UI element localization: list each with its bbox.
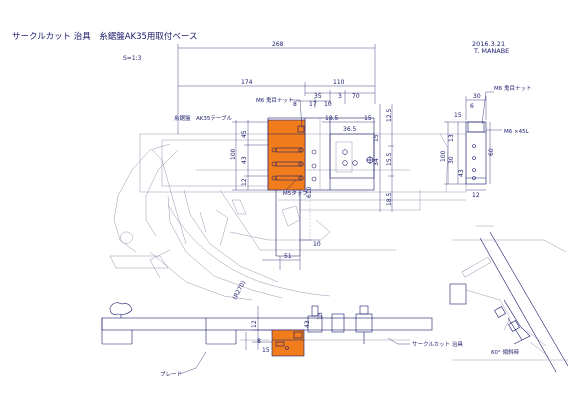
drawing-date: 2016.3.21 [472, 40, 506, 48]
svg-text:43: 43 [458, 169, 465, 177]
svg-text:12.5: 12.5 [386, 108, 393, 122]
svg-text:15: 15 [364, 115, 372, 122]
svg-text:12: 12 [472, 192, 480, 199]
dim-610: 610 [306, 186, 313, 198]
svg-text:34: 34 [373, 158, 380, 166]
svg-text:ブレード: ブレード [160, 370, 182, 378]
plan-annotations: M6 鬼目ナット 糸鋸盤 AK35テーブル M5タップ [174, 96, 308, 197]
svg-text:45: 45 [241, 130, 248, 138]
tilted-detail: 60° 傾斜時 [449, 225, 569, 373]
svg-text:70: 70 [352, 93, 360, 100]
svg-text:100: 100 [230, 148, 237, 160]
svg-text:43: 43 [241, 156, 248, 164]
scale-label: S=1:3 [123, 55, 142, 62]
svg-text:サークルカット 治具: サークルカット 治具 [412, 340, 463, 348]
svg-text:3: 3 [338, 93, 342, 100]
left-dimensions: 100 45 43 12 [230, 120, 268, 191]
svg-text:6: 6 [470, 103, 474, 110]
svg-text:M6 鬼目ナット: M6 鬼目ナット [494, 84, 532, 92]
svg-text:10: 10 [324, 101, 332, 108]
radius-dim: (R270) [232, 280, 248, 301]
svg-text:15.5: 15.5 [386, 152, 393, 166]
svg-text:268: 268 [272, 41, 284, 48]
drawing-author: T. MANABE [474, 47, 510, 55]
front-annotations: 12 8 15 43 13 サークルカット 治具 ブレード [160, 312, 463, 378]
svg-text:13: 13 [317, 312, 324, 320]
svg-text:18.5: 18.5 [386, 192, 393, 206]
svg-text:36.5: 36.5 [343, 126, 357, 133]
drawing-title: サークルカット 治具 糸鋸盤AK35用取付ベース [12, 32, 198, 42]
radius-arc [167, 204, 331, 297]
svg-text:15: 15 [262, 347, 270, 354]
saw-table-outline [109, 133, 467, 301]
right-dimensions: 12.5 15 34 15.5 18.5 [373, 104, 394, 212]
side-view: 30 6 15 13 30 100 43 60 12 M6 鬼目ナット M6 ×… [440, 84, 532, 199]
svg-text:M6 ×45L: M6 ×45L [504, 129, 530, 135]
svg-text:35: 35 [314, 93, 322, 100]
top-dimensions: 268 174 110 35 3 70 8 17 10 18.5 15 36.5 [177, 41, 376, 134]
svg-text:174: 174 [241, 79, 253, 86]
svg-text:M5タップ: M5タップ [283, 189, 308, 197]
svg-text:60: 60 [488, 148, 495, 156]
svg-text:110: 110 [333, 79, 345, 86]
orange-mounting-block [267, 119, 306, 191]
svg-text:30: 30 [448, 156, 455, 164]
svg-text:18.5: 18.5 [325, 115, 339, 122]
svg-text:12: 12 [241, 178, 248, 186]
svg-text:12: 12 [251, 320, 258, 328]
dim-10b: 10 [313, 241, 321, 248]
svg-text:60° 傾斜時: 60° 傾斜時 [491, 348, 519, 356]
svg-text:M6 鬼目ナット: M6 鬼目ナット [256, 96, 294, 104]
front-view [101, 302, 433, 350]
svg-text:15: 15 [454, 112, 462, 119]
dim-51: 51 [284, 253, 292, 260]
svg-text:15: 15 [373, 134, 380, 142]
svg-text:17: 17 [309, 101, 317, 108]
svg-text:13: 13 [448, 134, 455, 142]
svg-text:糸鋸盤 AK35テーブル: 糸鋸盤 AK35テーブル [174, 114, 233, 122]
svg-text:8: 8 [293, 101, 297, 108]
svg-text:8: 8 [257, 338, 261, 345]
orange-block-front [271, 329, 305, 357]
svg-text:30: 30 [473, 93, 481, 100]
svg-text:43: 43 [304, 320, 311, 328]
svg-text:100: 100 [440, 150, 447, 162]
